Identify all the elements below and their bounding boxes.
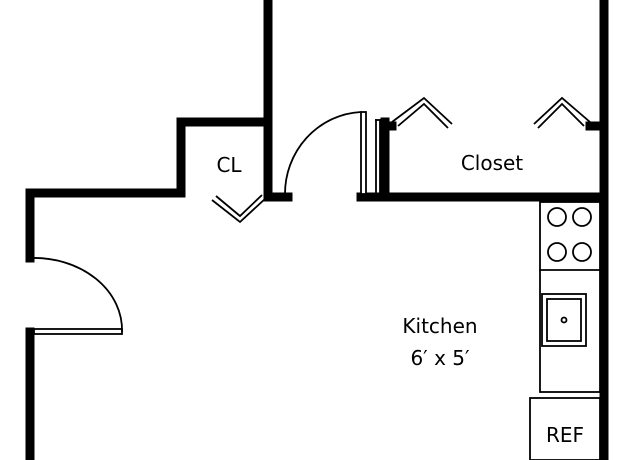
refrigerator — [529, 397, 601, 460]
labels: CL Closet Kitchen 6′ x 5′ REF — [216, 151, 584, 447]
burner-icon — [572, 242, 592, 262]
center-door-swing — [284, 111, 362, 196]
drain-icon — [560, 316, 568, 324]
cl-label: CL — [216, 153, 242, 177]
cl-bifold-door — [211, 194, 267, 224]
center-door-leaf — [360, 111, 367, 195]
doors — [29, 96, 591, 335]
burner-icon — [572, 207, 592, 227]
closet-bifold-right — [533, 96, 591, 129]
closet-bifold-left — [391, 96, 453, 129]
ref-label: REF — [546, 423, 584, 447]
entry-door-swing — [29, 257, 123, 333]
kitchen-size-label: 6′ x 5′ — [410, 346, 470, 370]
kitchen-label: Kitchen — [402, 314, 477, 338]
closet-label: Closet — [461, 151, 523, 175]
entry-door-leaf — [33, 328, 123, 335]
walls — [25, 0, 609, 460]
kitchen-fixtures — [529, 201, 601, 460]
burner-icon — [547, 242, 567, 262]
burner-icon — [547, 207, 567, 227]
